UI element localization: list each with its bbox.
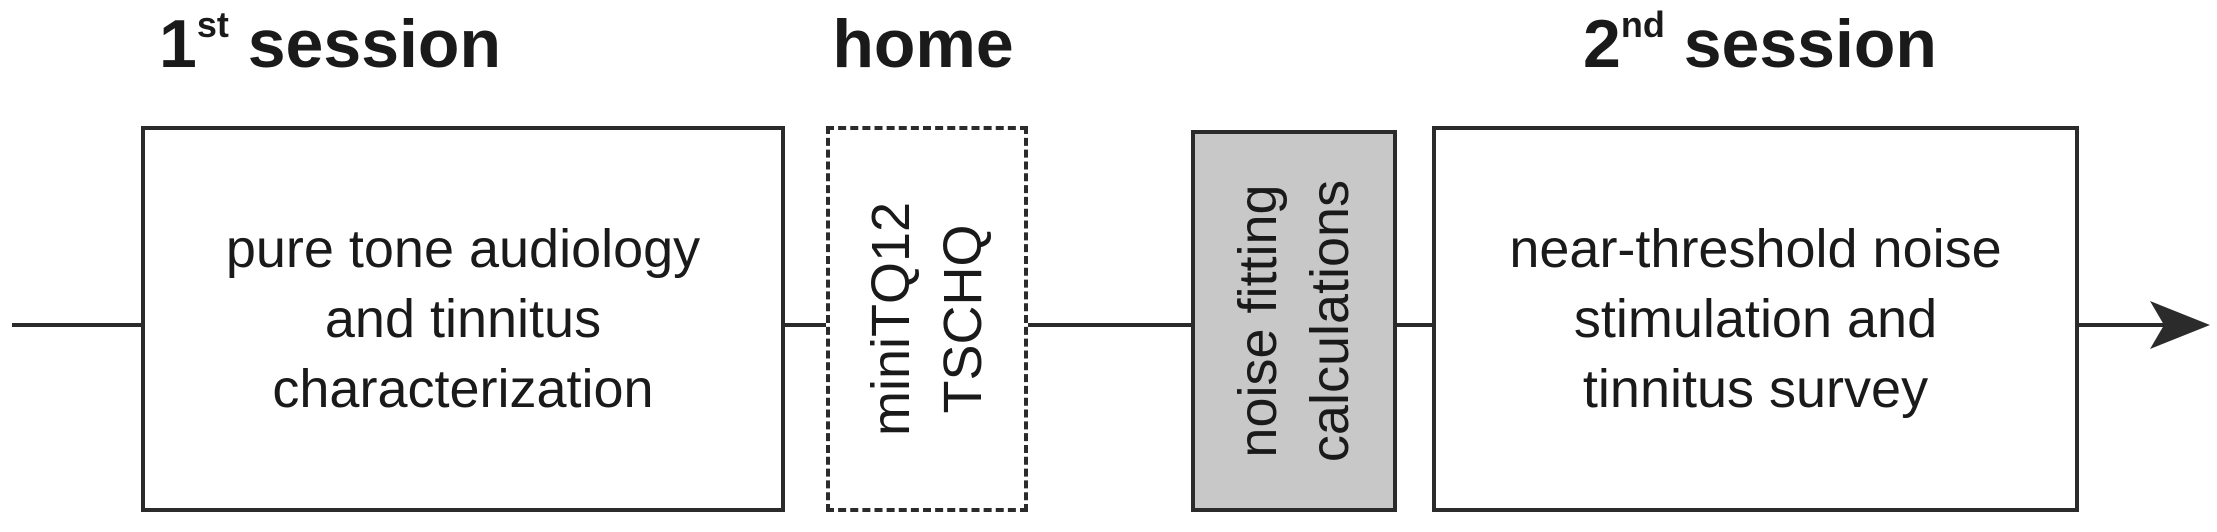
header-first-session-label: session — [228, 6, 501, 82]
box-second-session-line: near-threshold noise — [1509, 219, 2002, 279]
box-first-session: pure tone audiology and tinnitus charact… — [141, 126, 785, 512]
box-second-session-text: near-threshold noise stimulation and tin… — [1509, 214, 2001, 424]
timeline-line-noise-session2 — [1395, 323, 1435, 327]
box-home-line: TSCHQ — [933, 224, 993, 414]
box-noise-fitting-line: noise fitting — [1228, 184, 1288, 458]
box-first-session-text: pure tone audiology and tinnitus charact… — [226, 214, 700, 424]
header-first-session: 1st session — [140, 4, 520, 84]
header-second-session: 2nd session — [1500, 4, 2020, 84]
box-second-session-line: stimulation and — [1573, 289, 1938, 349]
box-second-session-line: tinnitus survey — [1582, 359, 1929, 419]
header-second-session-number: 2 — [1583, 6, 1621, 82]
timeline-line-start — [12, 323, 142, 327]
timeline-arrow-icon — [2150, 301, 2210, 349]
box-home-questionnaires: miniTQ12 TSCHQ — [826, 126, 1028, 512]
header-home: home — [832, 6, 1014, 82]
box-first-session-line: characterization — [272, 359, 654, 419]
timeline-line-home-noise — [1026, 323, 1193, 327]
box-noise-fitting-text: noise fitting calculations — [1222, 180, 1366, 462]
box-noise-fitting-line: calculations — [1300, 179, 1360, 463]
box-first-session-line: pure tone audiology — [225, 219, 701, 279]
box-first-session-line: and tinnitus — [324, 289, 602, 349]
header-second-session-label: session — [1664, 6, 1937, 82]
header-first-session-ordinal: st — [196, 4, 229, 46]
box-home-line: miniTQ12 — [861, 201, 921, 437]
timeline-line-session1-home — [784, 323, 828, 327]
box-home-text: miniTQ12 TSCHQ — [855, 202, 999, 436]
box-second-session: near-threshold noise stimulation and tin… — [1432, 126, 2079, 512]
header-first-session-number: 1 — [159, 6, 197, 82]
timeline-line-end — [2077, 323, 2177, 327]
box-noise-fitting: noise fitting calculations — [1191, 130, 1397, 512]
header-second-session-ordinal: nd — [1620, 4, 1665, 46]
